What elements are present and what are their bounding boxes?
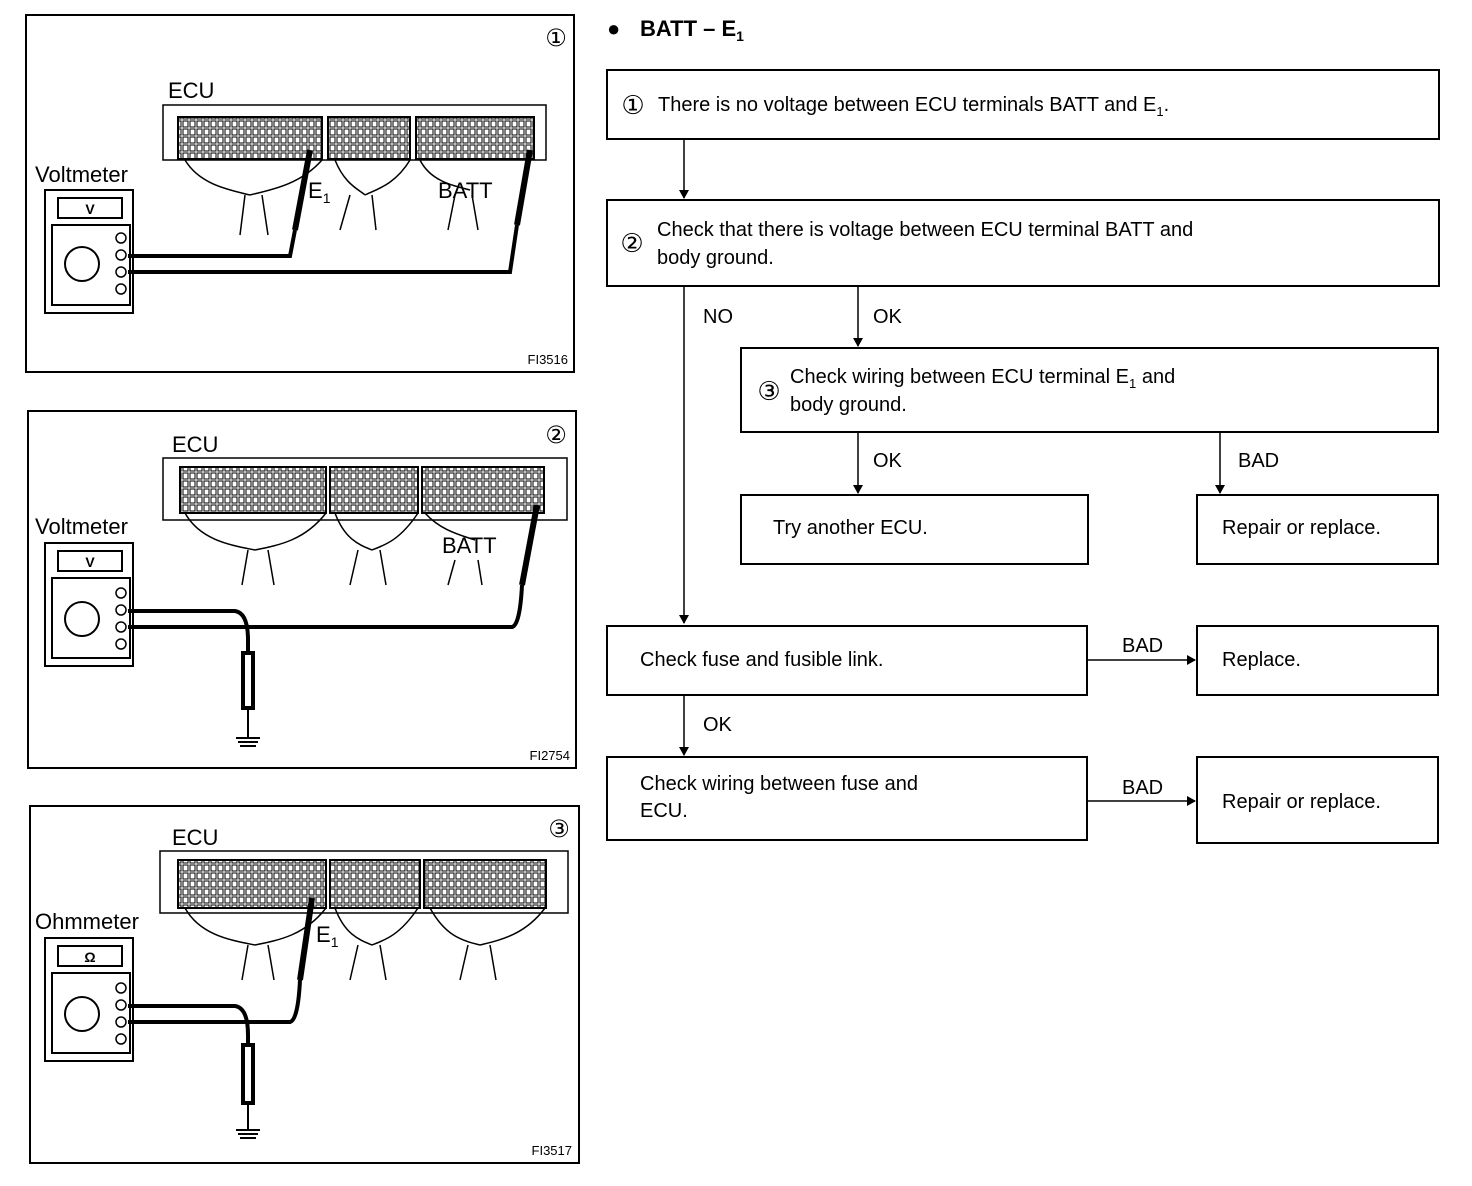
try-ecu-box xyxy=(740,494,1089,565)
panel-2-meter-label: Voltmeter xyxy=(35,514,128,539)
repair-box-1 xyxy=(1196,494,1439,565)
panel-2-ecu-label: ECU xyxy=(172,432,218,457)
test-leads xyxy=(128,224,519,274)
label-no: NO xyxy=(703,306,733,328)
panel-2-meter-symbol: V xyxy=(85,554,95,570)
panel-1-ecu-label: ECU xyxy=(168,78,214,103)
wiring-line2: ECU. xyxy=(640,800,688,822)
ground-icon xyxy=(236,1103,260,1139)
replace-text: Replace. xyxy=(1222,649,1301,671)
wire-harness xyxy=(184,512,483,586)
ground-probe xyxy=(241,1043,255,1105)
test-leads xyxy=(128,584,524,655)
wire-harness xyxy=(184,907,546,981)
ground-probe xyxy=(241,651,255,710)
panel-3-meter-label: Ohmmeter xyxy=(35,909,139,934)
replace-box xyxy=(1196,625,1439,696)
panel-1-terminal-e1: E1 xyxy=(308,178,331,206)
label-ok-1: OK xyxy=(873,306,903,328)
panel-1-terminal-batt: BATT xyxy=(438,178,493,203)
try-ecu-text: Try another ECU. xyxy=(773,517,928,539)
heading-bullet: ● xyxy=(607,16,620,41)
ground-icon xyxy=(236,708,260,747)
repair-text-1: Repair or replace. xyxy=(1222,517,1381,539)
probe-batt xyxy=(519,504,540,586)
fuse-text: Check fuse and fusible link. xyxy=(640,649,883,671)
probe-e1 xyxy=(292,149,313,231)
step-2-line2: body ground. xyxy=(657,247,774,269)
panel-3-number: ③ xyxy=(548,816,570,843)
panel-3: ③ ECU E1 Ohmmeter Ω FI3517 xyxy=(29,805,580,1164)
wiring-line1: Check wiring between fuse and xyxy=(640,773,918,795)
voltmeter-icon xyxy=(44,189,134,314)
panel-3-ecu-label: ECU xyxy=(172,825,218,850)
panel-1-fig-id: FI3516 xyxy=(528,352,568,367)
flowchart: ● BATT – E1 ① There is no voltage betwee… xyxy=(606,16,1440,844)
label-ok-3: OK xyxy=(703,714,733,736)
voltmeter-icon xyxy=(44,542,134,667)
step-3-box xyxy=(740,347,1439,433)
probe-e1 xyxy=(297,897,315,981)
ecu-connector xyxy=(162,104,547,161)
label-bad-3: BAD xyxy=(1122,777,1163,799)
step-3-line1: Check wiring between ECU terminal E1 and xyxy=(790,366,1175,391)
panel-1-meter-label: Voltmeter xyxy=(35,162,128,187)
step-1-number: ① xyxy=(621,90,644,120)
wiring-box xyxy=(606,756,1088,841)
wire-harness xyxy=(184,159,479,236)
step-2-number: ② xyxy=(620,228,643,258)
panel-3-fig-id: FI3517 xyxy=(532,1143,572,1158)
step-1-box xyxy=(606,69,1440,140)
ohmmeter-icon xyxy=(44,937,134,1062)
ecu-connector xyxy=(162,457,568,521)
label-ok-2: OK xyxy=(873,450,903,472)
step-2-line1: Check that there is voltage between ECU … xyxy=(657,219,1193,241)
ecu-connector xyxy=(159,850,569,914)
panel-2-fig-id: FI2754 xyxy=(530,748,570,763)
panel-2-frame xyxy=(27,410,577,769)
panel-2-terminal-batt: BATT xyxy=(442,533,497,558)
step-3-line2: body ground. xyxy=(790,394,907,416)
panel-1-frame xyxy=(25,14,575,373)
heading-title: BATT – E1 xyxy=(640,16,744,44)
step-3-number: ③ xyxy=(757,376,780,406)
panel-1-meter-symbol: V xyxy=(85,201,95,217)
repair-box-2 xyxy=(1196,756,1439,844)
panel-2-number: ② xyxy=(545,422,567,449)
panel-1: ① ECU E1 BATT Voltmeter V FI3516 xyxy=(25,14,575,373)
repair-text-2: Repair or replace. xyxy=(1222,791,1381,813)
panel-3-meter-symbol: Ω xyxy=(84,949,95,965)
label-bad-2: BAD xyxy=(1122,635,1163,657)
panel-3-terminal-e1: E1 xyxy=(316,922,339,950)
step-1-text: There is no voltage between ECU terminal… xyxy=(658,94,1169,119)
probe-batt xyxy=(514,149,533,226)
panel-3-frame xyxy=(29,805,580,1164)
step-2-box xyxy=(606,199,1440,287)
test-leads xyxy=(128,979,302,1045)
panel-2: ② ECU BATT Voltmeter V FI2754 xyxy=(27,410,577,769)
panel-1-number: ① xyxy=(545,25,567,52)
label-bad-1: BAD xyxy=(1238,450,1279,472)
